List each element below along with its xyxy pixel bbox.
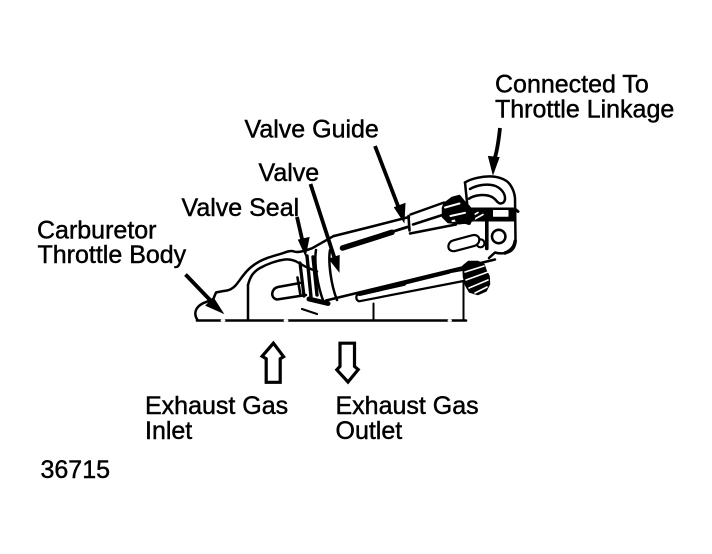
svg-text:Valve Seal: Valve Seal (182, 194, 300, 222)
svg-text:Throttle Linkage: Throttle Linkage (495, 96, 674, 124)
svg-text:Connected To: Connected To (495, 71, 649, 99)
svg-text:Valve: Valve (259, 159, 320, 187)
svg-text:Exhaust Gas: Exhaust Gas (145, 392, 288, 420)
svg-text:Throttle Body: Throttle Body (38, 241, 187, 269)
svg-text:Inlet: Inlet (145, 417, 192, 445)
svg-text:Exhaust Gas: Exhaust Gas (336, 392, 479, 420)
svg-text:Carburetor: Carburetor (37, 217, 157, 245)
svg-text:Valve Guide: Valve Guide (245, 116, 379, 144)
svg-text:Outlet: Outlet (336, 417, 403, 445)
svg-text:36715: 36715 (41, 456, 111, 484)
